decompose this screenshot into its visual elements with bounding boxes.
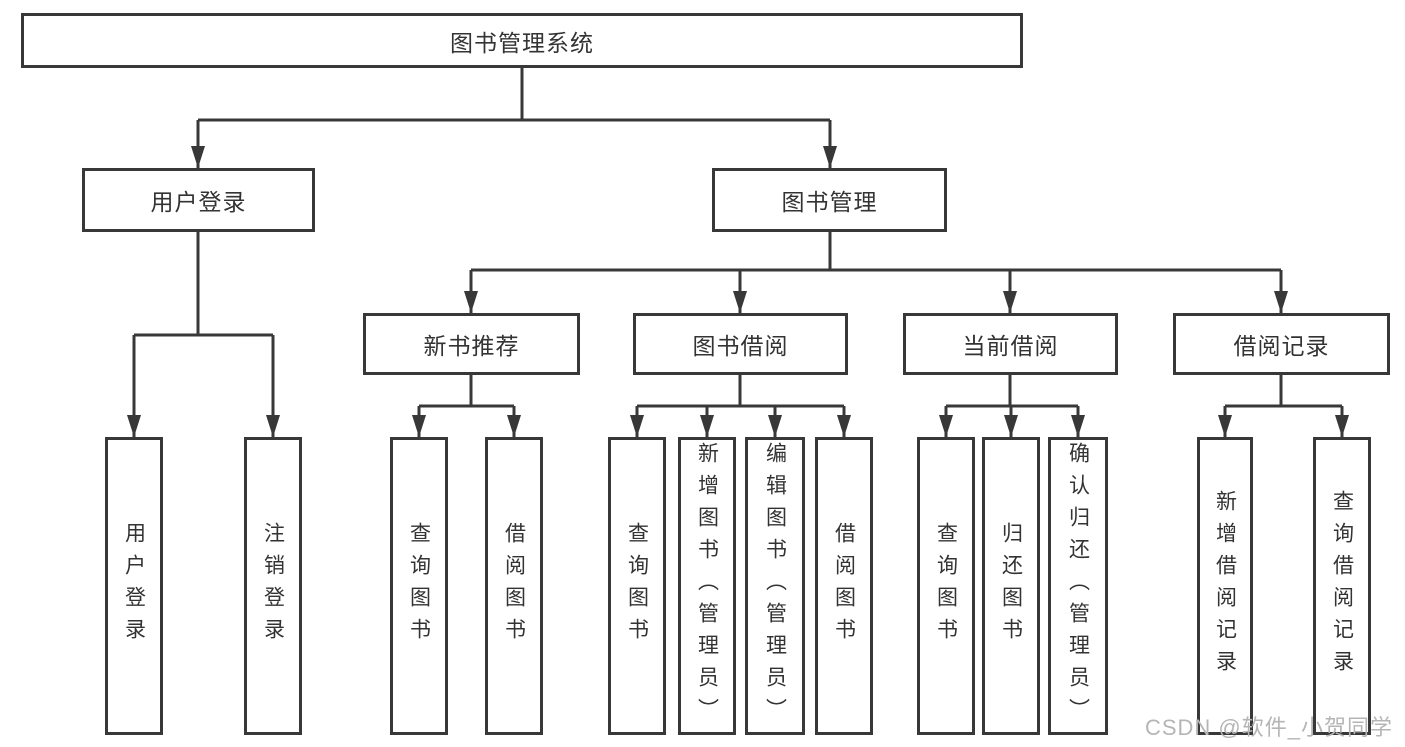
leaf-confirm-return-admin: 确认归还（管理员） (1048, 437, 1108, 735)
leaf-label: 编辑图书（管理员） (763, 442, 787, 730)
node-book-management: 图书管理 (712, 168, 947, 232)
node-new-book-recommend: 新书推荐 (363, 313, 580, 375)
leaf-return-book: 归还图书 (982, 437, 1040, 735)
leaf-user-login: 用户登录 (105, 437, 163, 735)
leaf-logout: 注销登录 (244, 437, 302, 735)
leaf-label: 借阅图书 (502, 522, 526, 650)
leaf-query-book-1: 查询图书 (390, 437, 448, 735)
node-borrow-record: 借阅记录 (1173, 313, 1390, 375)
leaf-label: 新增借阅记录 (1213, 490, 1237, 682)
leaf-label: 借阅图书 (832, 522, 856, 650)
leaf-label: 确认归还（管理员） (1066, 442, 1090, 730)
leaf-borrow-book-1: 借阅图书 (485, 437, 543, 735)
leaf-label: 新增图书（管理员） (695, 442, 719, 730)
leaf-add-book-admin: 新增图书（管理员） (678, 437, 736, 735)
leaf-label: 查询图书 (407, 522, 431, 650)
node-book-borrow: 图书借阅 (633, 313, 848, 375)
node-user-login: 用户登录 (82, 168, 315, 232)
node-current-borrow: 当前借阅 (903, 313, 1118, 375)
leaf-query-book-3: 查询图书 (917, 437, 975, 735)
leaf-query-book-2: 查询图书 (608, 437, 666, 735)
node-root-system: 图书管理系统 (21, 13, 1023, 68)
leaf-edit-book-admin: 编辑图书（管理员） (745, 437, 805, 735)
leaf-query-borrow-record: 查询借阅记录 (1313, 437, 1371, 735)
csdn-watermark: CSDN @软件_小贺同学 (1144, 715, 1393, 740)
leaf-label: 查询借阅记录 (1330, 490, 1354, 682)
leaf-add-borrow-record: 新增借阅记录 (1197, 437, 1253, 735)
leaf-borrow-book-2: 借阅图书 (815, 437, 873, 735)
leaf-label: 查询图书 (934, 522, 958, 650)
leaf-label: 归还图书 (999, 522, 1023, 650)
leaf-label: 用户登录 (122, 522, 146, 650)
leaf-label: 查询图书 (625, 522, 649, 650)
leaf-label: 注销登录 (261, 522, 285, 650)
